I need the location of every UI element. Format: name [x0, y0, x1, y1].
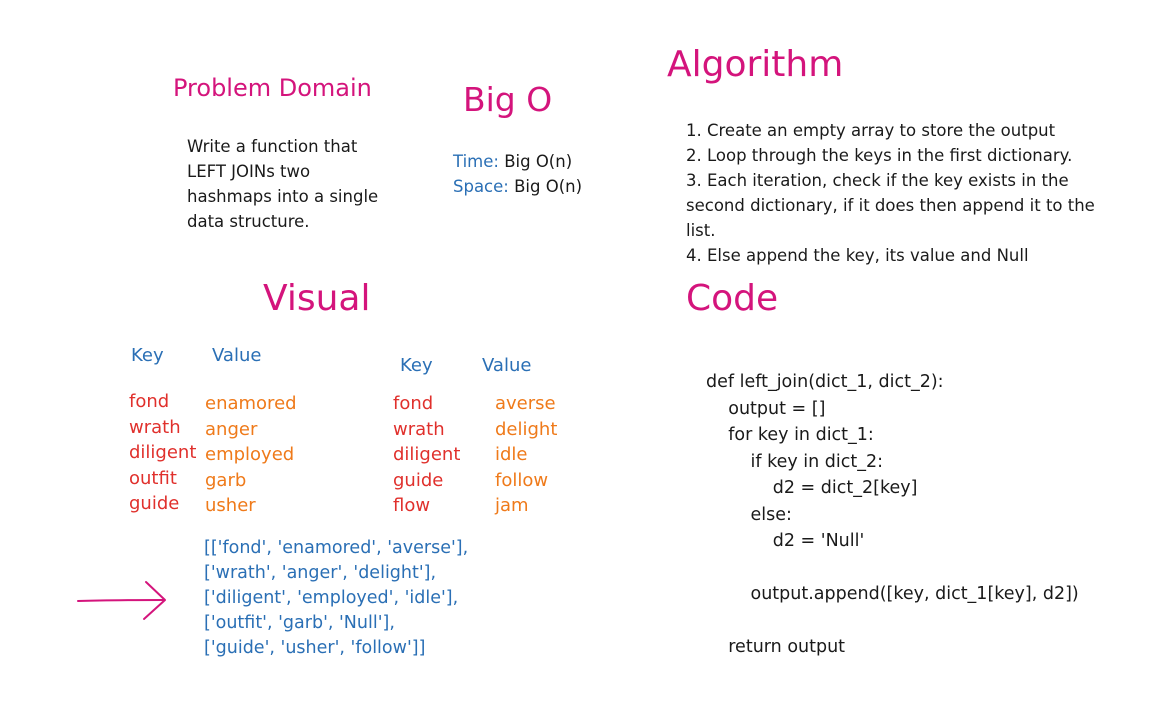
- code-heading: Code: [686, 278, 779, 319]
- table2-key: wrath: [393, 418, 445, 440]
- problem-line: LEFT JOINs two: [187, 162, 311, 181]
- algorithm-steps: 1. Create an empty array to store the ou…: [686, 118, 1146, 268]
- code-line: output.append([key, dict_1[key], d2]): [706, 584, 1079, 604]
- problem-line: data structure.: [187, 212, 310, 231]
- table1-key: fond: [129, 391, 170, 412]
- table2-value: follow: [495, 469, 549, 491]
- visual-heading: Visual: [263, 278, 371, 319]
- code-line: d2 = dict_2[key]: [706, 478, 918, 498]
- result-line: ['guide', 'usher', 'follow']]: [204, 638, 426, 658]
- time-value: Big O(n): [498, 152, 573, 171]
- result-line: [['fond', 'enamored', 'averse'],: [204, 538, 469, 558]
- code-line: [706, 555, 1079, 582]
- big-o-space: Space: Big O(n): [453, 174, 582, 199]
- table2-value: idle: [495, 444, 528, 465]
- problem-domain-heading: Problem Domain: [173, 74, 372, 102]
- result-line: ['diligent', 'employed', 'idle'],: [204, 588, 459, 608]
- algorithm-line: second dictionary, if it does then appen…: [686, 196, 1095, 215]
- table2-key-header: Key: [400, 355, 433, 376]
- table1-value: garb: [205, 469, 247, 491]
- code-block: def left_join(dict_1, dict_2): output = …: [706, 369, 1079, 661]
- table1-key: guide: [129, 493, 180, 514]
- problem-line: hashmaps into a single: [187, 187, 379, 206]
- table1-value: enamored: [205, 393, 297, 414]
- table1-value-header: Value: [212, 345, 262, 366]
- algorithm-line: list.: [686, 221, 716, 240]
- algorithm-line: 4. Else append the key, its value and Nu…: [686, 246, 1029, 265]
- problem-description: Write a function that LEFT JOINs two has…: [187, 134, 378, 234]
- table1-values: enamored anger employed garb usher: [205, 391, 297, 519]
- table1-key-header: Key: [131, 345, 164, 366]
- result-output: [['fond', 'enamored', 'averse'], ['wrath…: [204, 536, 468, 661]
- table1-value: employed: [205, 444, 295, 465]
- table1-value: usher: [205, 495, 256, 516]
- code-line: def left_join(dict_1, dict_2):: [706, 372, 944, 392]
- table2-keys: fond wrath diligent guide flow: [393, 391, 460, 519]
- code-line: if key in dict_2:: [706, 451, 884, 472]
- table1-key: wrath: [129, 416, 181, 438]
- code-line: for key in dict_1:: [706, 425, 874, 445]
- algorithm-heading: Algorithm: [667, 44, 844, 85]
- big-o-time: Time: Big O(n): [453, 149, 572, 174]
- code-line: d2 = 'Null': [706, 531, 865, 551]
- space-value: Big O(n): [508, 177, 583, 196]
- table1-value: anger: [205, 418, 258, 440]
- code-line: [706, 608, 1079, 635]
- algorithm-line: 2. Loop through the keys in the first di…: [686, 146, 1073, 165]
- space-label: Space:: [453, 177, 509, 196]
- table2-key: flow: [393, 495, 431, 516]
- table1-keys: fond wrath diligent outfit guide: [129, 389, 196, 517]
- table2-value: averse: [495, 393, 556, 414]
- code-line: output = []: [706, 398, 826, 419]
- table2-value: delight: [495, 418, 558, 440]
- problem-line: Write a function that: [187, 137, 358, 156]
- right-arrow-icon: [77, 581, 166, 620]
- table2-value: jam: [495, 495, 529, 516]
- table2-key: guide: [393, 469, 444, 491]
- result-line: ['outfit', 'garb', 'Null'],: [204, 613, 395, 633]
- result-line: ['wrath', 'anger', 'delight'],: [204, 563, 437, 583]
- code-line: return output: [706, 637, 846, 657]
- table1-key: diligent: [129, 442, 197, 463]
- big-o-heading: Big O: [463, 80, 553, 119]
- table2-key: fond: [393, 393, 434, 414]
- algorithm-line: 1. Create an empty array to store the ou…: [686, 121, 1056, 140]
- table2-value-header: Value: [482, 355, 532, 376]
- table1-key: outfit: [129, 467, 177, 489]
- code-line: else:: [706, 504, 792, 525]
- table2-key: diligent: [393, 444, 461, 465]
- algorithm-line: 3. Each iteration, check if the key exis…: [686, 171, 1069, 190]
- time-label: Time:: [453, 152, 499, 171]
- table2-values: averse delight idle follow jam: [495, 391, 557, 519]
